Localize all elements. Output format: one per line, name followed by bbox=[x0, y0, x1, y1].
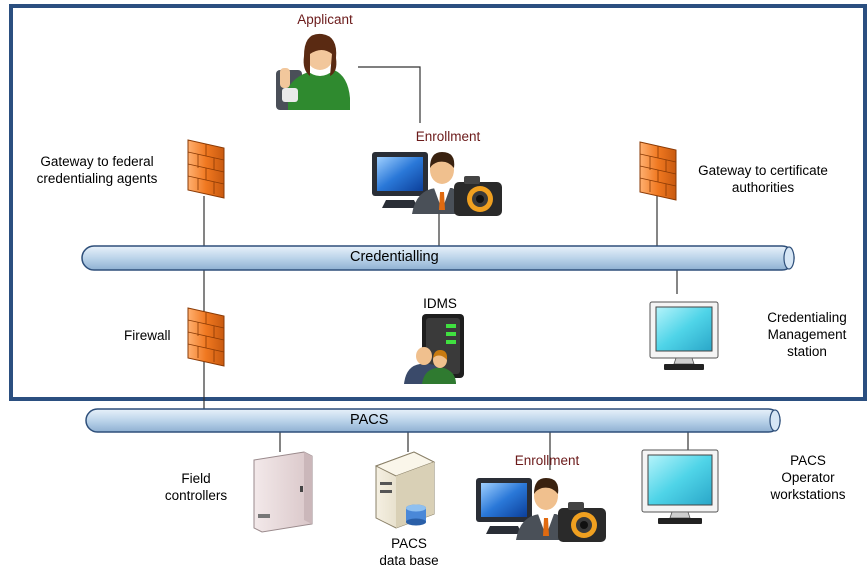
monitor-icon bbox=[641, 449, 719, 524]
pacs-db-line-1: PACS bbox=[391, 536, 427, 551]
gateway-federal-label: Gateway to federal credentialing agents bbox=[18, 153, 176, 187]
enrollment-workstation-icon bbox=[476, 478, 606, 542]
gateway-cert-line-1: Gateway to certificate bbox=[698, 163, 828, 178]
pacs-bus-label: PACS bbox=[350, 412, 389, 428]
pacs-operator-workstations-label: PACS Operator workstations bbox=[756, 452, 860, 503]
pacs-op-line-2: Operator bbox=[781, 470, 835, 485]
server-icon bbox=[404, 314, 464, 384]
camera-icon bbox=[558, 502, 606, 542]
field-line-2: controllers bbox=[164, 488, 228, 503]
credentialling-bus bbox=[81, 245, 795, 271]
applicant-label: Applicant bbox=[297, 12, 353, 27]
credentialling-bus-label: Credentialling bbox=[350, 249, 439, 265]
monitor-icon bbox=[649, 301, 719, 370]
pacs-bus bbox=[85, 408, 781, 433]
credentialing-zone-frame bbox=[9, 4, 867, 401]
pacs-op-line-1: PACS bbox=[790, 453, 826, 468]
idms-label: IDMS bbox=[423, 296, 457, 311]
pacs-db-line-2: data base bbox=[379, 553, 439, 568]
firewall-icon bbox=[187, 307, 225, 367]
gateway-federal-line-2: credentialing agents bbox=[36, 171, 158, 186]
enrollment-bottom-label: Enrollment bbox=[514, 453, 580, 468]
cms-line-1: Credentialing bbox=[767, 310, 847, 325]
firewall-label: Firewall bbox=[124, 328, 171, 343]
controller-cabinet-icon bbox=[253, 451, 313, 533]
firewall-icon bbox=[187, 139, 225, 199]
firewall-icon bbox=[639, 141, 677, 201]
cms-line-3: station bbox=[787, 344, 827, 359]
camera-icon bbox=[454, 176, 502, 216]
credentialing-management-station-label: Credentialing Management station bbox=[752, 309, 862, 360]
field-controllers-label: Field controllers bbox=[150, 470, 242, 504]
cms-line-2: Management bbox=[767, 327, 847, 342]
pacs-op-line-3: workstations bbox=[770, 487, 846, 502]
enrollment-top-label: Enrollment bbox=[415, 129, 481, 144]
pacs-database-label: PACS data base bbox=[364, 535, 454, 569]
gateway-federal-line-1: Gateway to federal bbox=[40, 154, 154, 169]
database-server-icon bbox=[374, 451, 436, 529]
gateway-cert-line-2: authorities bbox=[731, 180, 795, 195]
applicant-person-icon bbox=[276, 33, 350, 110]
enrollment-workstation-icon bbox=[372, 152, 502, 216]
field-line-1: Field bbox=[181, 471, 211, 486]
gateway-cert-label: Gateway to certificate authorities bbox=[680, 162, 846, 196]
